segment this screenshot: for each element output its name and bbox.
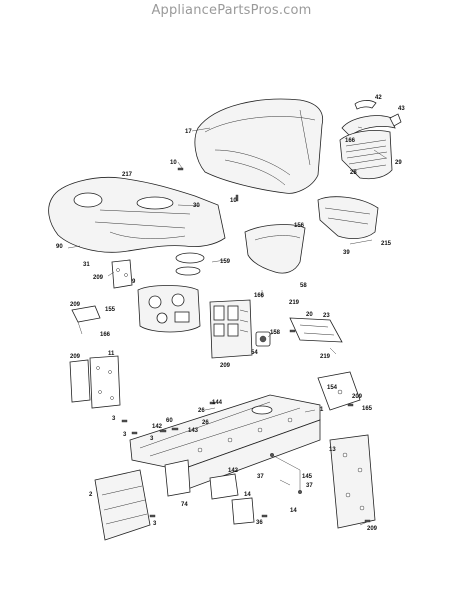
callout-154: 154 <box>327 385 338 391</box>
callout-26: 26 <box>202 420 209 426</box>
callout-209: 209 <box>367 526 378 532</box>
fender-deck <box>48 177 226 276</box>
callout-209: 209 <box>70 354 81 360</box>
callout-10: 10 <box>170 160 177 166</box>
callout-215: 215 <box>381 241 392 247</box>
callout-145: 145 <box>302 474 313 480</box>
callout-166: 166 <box>100 332 111 338</box>
callout-17: 17 <box>185 129 192 135</box>
bracket-9 <box>111 259 133 289</box>
callout-43: 43 <box>398 106 405 112</box>
callout-155: 155 <box>105 307 116 313</box>
callout-3: 3 <box>123 432 127 438</box>
callout-217: 217 <box>122 172 133 178</box>
main-frame <box>129 394 321 491</box>
callout-209: 209 <box>352 394 363 400</box>
callout-14: 14 <box>244 492 251 498</box>
callout-37: 37 <box>306 483 313 489</box>
hood <box>194 98 324 194</box>
callout-60: 60 <box>166 418 173 424</box>
callout-11: 11 <box>108 351 115 357</box>
callout-156: 156 <box>294 223 305 229</box>
callout-3: 3 <box>112 416 116 422</box>
callout-9: 9 <box>132 279 136 285</box>
callout-142: 142 <box>228 468 239 474</box>
callout-30: 30 <box>193 203 200 209</box>
callout-74: 74 <box>181 502 188 508</box>
callout-3: 3 <box>153 521 157 527</box>
callout-1: 1 <box>320 407 324 413</box>
control-panel <box>209 299 253 359</box>
callout-2: 2 <box>89 492 93 498</box>
callout-3: 3 <box>150 436 154 442</box>
callout-209: 209 <box>70 302 81 308</box>
callout-14: 14 <box>290 508 297 514</box>
ignition-switch <box>255 331 271 347</box>
callout-219: 219 <box>289 300 300 306</box>
callout-28: 28 <box>350 170 357 176</box>
lower-bracket-center <box>209 473 255 525</box>
callout-31: 31 <box>83 262 90 268</box>
grille-assembly <box>339 100 402 180</box>
callouts: 17 42 43 166 29 28 10 217 30 10 156 215 … <box>56 95 405 532</box>
bracket-20 <box>289 317 343 343</box>
seat-pan <box>244 224 306 274</box>
axle-bracket <box>317 371 361 411</box>
callout-39: 39 <box>343 250 350 256</box>
callout-209: 209 <box>93 275 104 281</box>
callout-36: 36 <box>256 520 263 526</box>
callout-42: 42 <box>375 95 382 101</box>
callout-90: 90 <box>56 244 63 250</box>
bracket-155 <box>71 305 101 335</box>
callout-23: 23 <box>323 313 330 319</box>
callout-165: 165 <box>362 406 373 412</box>
callout-166: 166 <box>254 293 265 299</box>
callout-29: 29 <box>395 160 402 166</box>
callout-219: 219 <box>320 354 331 360</box>
dash-panel <box>137 285 201 333</box>
side-plate-left <box>69 355 121 409</box>
callout-20: 20 <box>306 312 313 318</box>
callout-37: 37 <box>257 474 264 480</box>
bolts <box>121 167 371 523</box>
callout-159: 159 <box>220 259 231 265</box>
callout-144: 144 <box>212 400 223 406</box>
lower-bracket-left <box>164 459 191 497</box>
callout-209: 209 <box>220 363 231 369</box>
callout-54: 54 <box>251 350 258 356</box>
callout-10: 10 <box>230 198 237 204</box>
callout-58: 58 <box>300 283 307 289</box>
rear-plate <box>329 434 376 529</box>
callout-166: 166 <box>345 138 356 144</box>
leader-lines <box>67 126 387 526</box>
callout-26: 26 <box>198 408 205 414</box>
watermark: AppliancePartsPros.com <box>151 3 312 18</box>
callout-142: 142 <box>152 424 163 430</box>
callout-143: 143 <box>188 428 199 434</box>
side-panel-right <box>317 196 379 240</box>
rod-145 <box>270 453 303 495</box>
front-bumper <box>94 469 151 541</box>
callout-13: 13 <box>329 447 336 453</box>
callout-158: 158 <box>270 330 281 336</box>
